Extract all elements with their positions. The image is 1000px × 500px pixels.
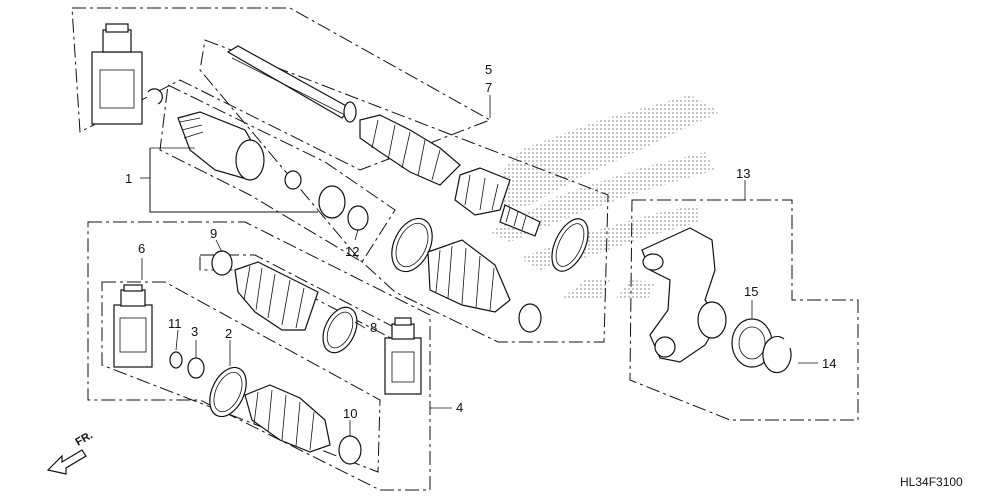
group-outline-boot-kit — [87, 221, 431, 491]
shaft-outer-boot — [359, 114, 461, 186]
snap-ring-small — [284, 170, 302, 190]
group-outline-knuckle — [629, 199, 859, 421]
boot-lower-kit — [244, 384, 331, 453]
drawing-code: HL34F3100 — [900, 475, 963, 489]
boot-middle-right — [427, 239, 511, 313]
callout-1: 1 — [125, 171, 132, 186]
band-clamp-8 — [322, 306, 358, 354]
callout-6: 6 — [138, 241, 145, 256]
oil-bottle-right — [384, 317, 422, 395]
front-direction-arrow — [46, 449, 87, 475]
band-clamp-8-inner — [326, 311, 354, 349]
band-clamp-upper — [551, 218, 589, 272]
clamp-10 — [338, 435, 362, 465]
clamp-9 — [211, 250, 233, 276]
oil-bottle-top — [91, 23, 143, 125]
small-clamp-right — [518, 303, 542, 333]
callout-10: 10 — [343, 406, 357, 421]
leader-lines — [140, 95, 818, 436]
band-clamp-mid-inner — [395, 222, 429, 268]
brand-watermark — [470, 95, 720, 300]
callout-12: 12 — [345, 244, 359, 259]
group-outline-oil — [71, 7, 492, 171]
callout-11: 11 — [168, 316, 182, 331]
boot-upper-kit — [234, 261, 319, 331]
leader-12 — [354, 229, 359, 241]
shaft-inner-boot — [454, 167, 511, 216]
callout-7: 7 — [485, 80, 492, 95]
callout-15: 15 — [744, 284, 758, 299]
bearing-cage — [318, 185, 346, 219]
group-outline-boot-kit-lower — [101, 281, 381, 473]
circlip-14 — [762, 335, 792, 374]
callout-4: 4 — [456, 400, 463, 415]
callout-2: 2 — [225, 326, 232, 341]
band-clamp-upper-inner — [555, 223, 585, 267]
band-clamp-2-inner — [213, 371, 243, 413]
drive-shaft — [226, 45, 357, 123]
callout-13: 13 — [736, 166, 750, 181]
callout-3: 3 — [191, 324, 198, 339]
band-clamp-2 — [209, 366, 247, 418]
callout-14: 14 — [822, 356, 836, 371]
front-direction-label: FR. — [74, 429, 95, 448]
snap-ring-12 — [347, 205, 369, 231]
inner-joint-housing — [177, 111, 265, 181]
clamp-3 — [187, 357, 205, 379]
callout-5: 5 — [485, 62, 492, 77]
group-outline-shaft-assembly — [199, 39, 609, 343]
callout-8: 8 — [370, 320, 377, 335]
oil-bottle-6 — [113, 284, 153, 368]
shaft-spline-end — [499, 204, 541, 237]
callout-9: 9 — [210, 226, 217, 241]
circlip-top — [147, 88, 163, 105]
group-outline-boot-kit-inner — [199, 254, 416, 349]
group-outline-joint-box — [159, 84, 396, 263]
ring-11 — [169, 351, 183, 369]
knuckle — [641, 227, 727, 363]
